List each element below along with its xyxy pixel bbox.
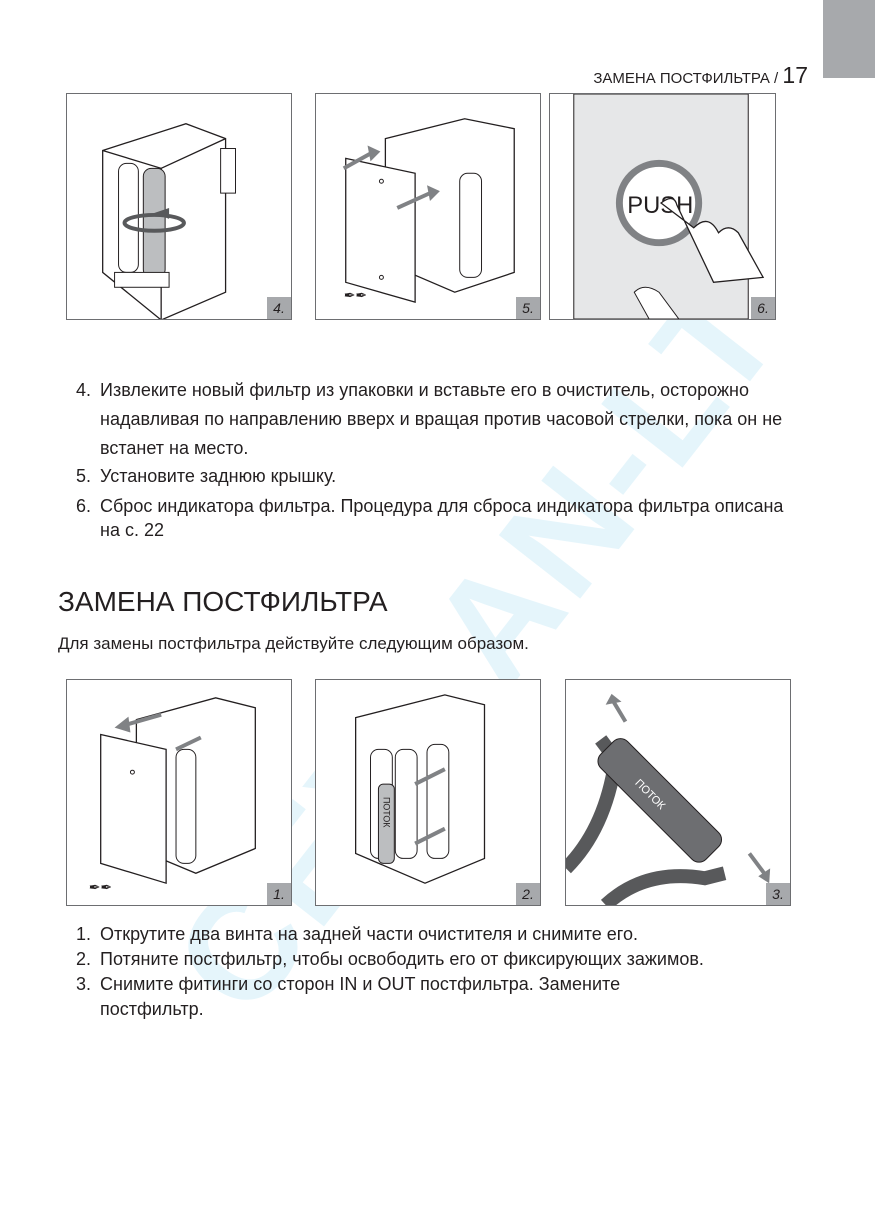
figure-6: PUSH 6. xyxy=(549,93,776,320)
running-header: ЗАМЕНА ПОСТФИЛЬТРА / 17 xyxy=(593,62,808,89)
section-title: ЗАМЕНА ПОСТФИЛЬТРА xyxy=(58,586,388,617)
steps-list-top: 4.Извлеките новый фильтр из упаковки и в… xyxy=(76,376,796,542)
svg-text:✒✒: ✒✒ xyxy=(344,287,367,303)
list-item: 5.Установите заднюю крышку. xyxy=(76,466,337,486)
list-item: 6.Сброс индикатора фильтра. Процедура дл… xyxy=(76,496,784,540)
running-header-section: ЗАМЕНА ПОСТФИЛЬТРА / xyxy=(593,70,779,87)
figure-number: 2. xyxy=(516,883,540,905)
list-item: 3.Снимите фитинги со сторон IN и OUT пос… xyxy=(76,974,621,1019)
figure-number: 4. xyxy=(267,297,291,319)
figure-5: ✒✒ 5. xyxy=(315,93,541,320)
svg-text:✒✒: ✒✒ xyxy=(89,879,112,895)
figure-2: ПОТОК 2. xyxy=(315,679,541,906)
figure-3: ПОТОК 3. xyxy=(565,679,791,906)
section-intro: Для замены постфильтра действуйте следую… xyxy=(58,634,529,653)
back-cover-install-illustration: ✒✒ xyxy=(342,118,515,303)
list-item: 4.Извлеките новый фильтр из упаковки и в… xyxy=(76,380,783,458)
purifier-filter-rotate-illustration xyxy=(102,123,236,319)
figure-number: 5. xyxy=(516,297,540,319)
chapter-tab xyxy=(823,0,875,78)
pull-postfilter-illustration: ПОТОК xyxy=(355,694,486,884)
remove-fittings-illustration: ПОТОК xyxy=(566,693,771,905)
figure-number: 1. xyxy=(267,883,291,905)
steps-list-bottom: 1.Открутите два винта на задней части оч… xyxy=(76,922,796,1022)
list-item: 1.Открутите два винта на задней части оч… xyxy=(76,924,638,944)
figure-number: 6. xyxy=(751,297,775,319)
page-number: 17 xyxy=(782,62,808,88)
flow-label: ПОТОК xyxy=(381,797,391,828)
list-item: 2.Потяните постфильтр, чтобы освободить … xyxy=(76,949,704,969)
figure-4: 4. xyxy=(66,93,292,320)
figure-1: ✒✒ 1. xyxy=(66,679,292,906)
remove-back-cover-illustration: ✒✒ xyxy=(89,697,256,895)
push-button-illustration: PUSH xyxy=(573,94,765,319)
figure-number: 3. xyxy=(766,883,790,905)
push-label: PUSH xyxy=(627,192,693,219)
